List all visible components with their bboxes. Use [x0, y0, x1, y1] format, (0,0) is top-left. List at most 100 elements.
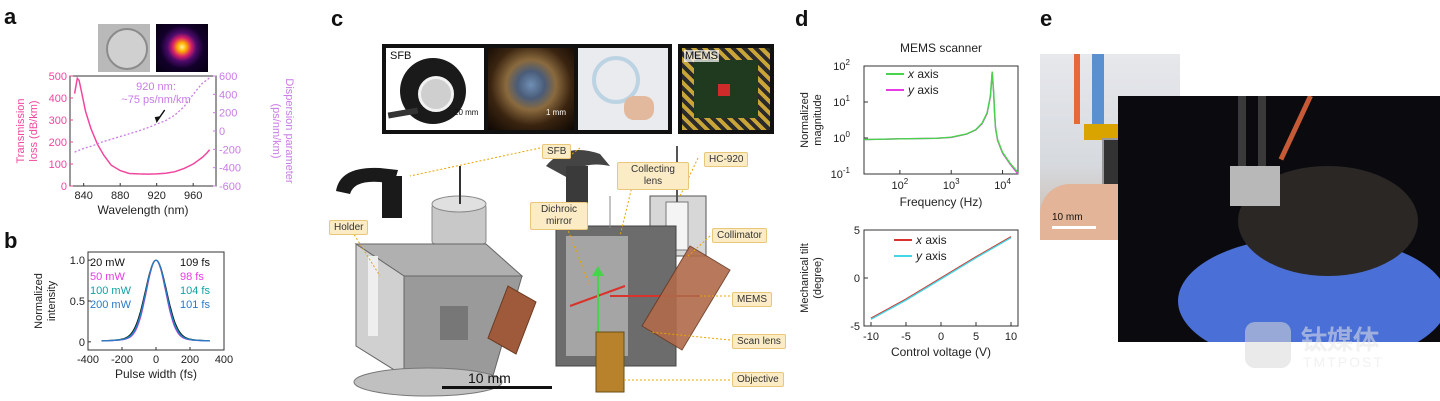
panel-label-e: e	[1040, 6, 1053, 31]
chart-a-xtick-label: 920	[148, 190, 166, 202]
chart-b-xtick-label: -400	[77, 354, 99, 366]
photo-e-scalebar-label: 10 mm	[1052, 212, 1083, 223]
chart-d2-ytick-label: 5	[854, 225, 860, 237]
chart-a-y2tick-label: 600	[219, 71, 237, 83]
chart-b-legend-width: 101 fs	[180, 299, 210, 311]
callout-dichroic-mirror: Dichroic mirror	[530, 202, 588, 230]
chart-b-legend-power: 100 mW	[90, 285, 132, 297]
chart-a-ytick-label: 0	[61, 181, 67, 193]
watermark: 钛媒体 TMTPOST	[1245, 320, 1425, 380]
chart-a-annotation: 920 nm:~75 ps/nm/km	[121, 81, 190, 106]
callout-sfb: SFB	[542, 144, 572, 159]
chart-a-xtick-label: 960	[184, 190, 202, 202]
chart-b-legend-power: 50 mW	[90, 271, 125, 283]
device-rendering	[336, 146, 731, 397]
chart-a-series-loss	[73, 76, 211, 175]
chart-a-ytick-label: 300	[49, 115, 67, 127]
chart-d1-ytick-label: 100	[833, 130, 850, 145]
fiber-photo-strip: SFB 20 mm 1 mm	[382, 44, 672, 134]
chart-a-y2tick-label: -400	[219, 163, 241, 175]
chart-d1-xtick-label: 102	[892, 177, 909, 192]
callout-hc920: HC-920	[704, 152, 749, 167]
chart-d1-xtick-label: 104	[994, 177, 1011, 192]
chart-b-ytick-label: 0.5	[70, 296, 85, 308]
chart-a-series-dispersion	[74, 77, 210, 153]
chart-a-ytick-label: 500	[49, 71, 67, 83]
callout-collimator: Collimator	[712, 228, 768, 243]
photo-label-sfb: SFB	[390, 50, 412, 62]
callout-holder: Holder	[329, 220, 369, 235]
chart-b-legend-power: 20 mW	[90, 257, 125, 269]
chart-a-ytick-label: 100	[49, 159, 67, 171]
chart-a-ytick-label: 200	[49, 137, 67, 149]
main-scalebar-label: 10 mm	[468, 370, 511, 386]
mems-chip-photo: MEMS	[678, 44, 774, 134]
chart-d1-ytick-label: 102	[833, 58, 850, 73]
exterior-device	[336, 166, 537, 397]
chart-b-xtick-label: 200	[181, 354, 199, 366]
chart-a-y2tick-label: 400	[219, 89, 237, 101]
chart-d1-ytick-label: 101	[833, 94, 850, 109]
mouse-with-miniscope-photo	[1118, 96, 1440, 342]
chart-a-ytick-label: 400	[49, 93, 67, 105]
chart-d2-xtick-label: 5	[973, 331, 979, 343]
chart-d1-ylabel: Normalizedmagnitude	[799, 92, 824, 148]
chart-d2-ytick-label: 0	[854, 273, 860, 285]
chart-a-y2tick-label: 0	[219, 126, 225, 138]
watermark-logo-icon	[1245, 322, 1291, 368]
callout-scan-lens: Scan lens	[732, 334, 786, 349]
panel-label-b: b	[4, 228, 18, 253]
photo-e-scalebar	[1052, 226, 1096, 229]
chart-d1-xtick-label: 103	[943, 177, 960, 192]
chart-b-legend-width: 98 fs	[180, 271, 204, 283]
watermark-text-cn: 钛媒体	[1301, 325, 1380, 355]
photo-label-mems: MEMS	[684, 50, 719, 62]
chart-d1-ytick-label: 10-1	[831, 166, 851, 181]
chart-a-annotation-arrowhead	[154, 116, 161, 124]
chart-b-series-3	[101, 259, 210, 342]
chart-d2-ylabel: Mechanical tilt(degree)	[799, 243, 824, 313]
chart-b-ytick-label: 1.0	[70, 255, 85, 267]
chart-a-ylabel: Transmissionloss (dB/km)	[15, 99, 40, 164]
chart-a-y2tick-label: -600	[219, 181, 241, 193]
fiber-cross-section-image	[98, 24, 150, 72]
chart-b-xtick-label: 400	[215, 354, 233, 366]
scalebar-photo1-label: 20 mm	[454, 108, 479, 117]
chart-a-xtick-label: 880	[111, 190, 129, 202]
fiber-flexibility-photo	[578, 48, 668, 130]
callout-collecting-lens: Collecting lens	[617, 162, 689, 190]
chart-b-xlabel: Pulse width (fs)	[115, 367, 197, 381]
panel-label-a: a	[4, 4, 17, 29]
callout-mems: MEMS	[732, 292, 772, 307]
chart-b-xtick-label: 0	[153, 354, 159, 366]
scalebar-photo2-label: 1 mm	[546, 108, 566, 117]
chart-a-xtick-label: 840	[75, 190, 93, 202]
chart-d2-xtick-label: 0	[938, 331, 944, 343]
chart-d2-xtick-label: -10	[863, 331, 879, 343]
chart-d1-title: MEMS scanner	[900, 41, 982, 55]
chart-b-legend-width: 104 fs	[180, 285, 210, 297]
chart-a-xlabel: Wavelength (nm)	[98, 203, 189, 217]
chart-b-legend-power: 200 mW	[90, 299, 132, 311]
chart-d1-series-0	[863, 71, 1019, 173]
cutaway-device	[546, 146, 731, 393]
chart-a-ylabel2: Dispersion parameter(ps/nm/km)	[270, 78, 295, 183]
watermark-text-en: TMTPOST	[1303, 354, 1384, 370]
chart-d2-xtick-label: -5	[901, 331, 911, 343]
chart-d2-legend-label: y axis	[915, 249, 947, 263]
panel-label-c: c	[331, 6, 344, 31]
chart-d2-legend-label: x axis	[915, 233, 947, 247]
chart-d2-series-1	[870, 237, 1012, 320]
chart-b-legend-width: 109 fs	[180, 257, 210, 269]
chart-d2-series-0	[870, 236, 1012, 319]
sfb-coil-photo	[386, 48, 484, 130]
chart-b-ylabel: Normalizedintensity	[33, 273, 58, 329]
chart-d2-ytick-label: -5	[850, 321, 860, 333]
main-scalebar	[442, 386, 552, 389]
chart-d2-xlabel: Control voltage (V)	[891, 345, 991, 359]
callout-objective: Objective	[732, 372, 784, 387]
